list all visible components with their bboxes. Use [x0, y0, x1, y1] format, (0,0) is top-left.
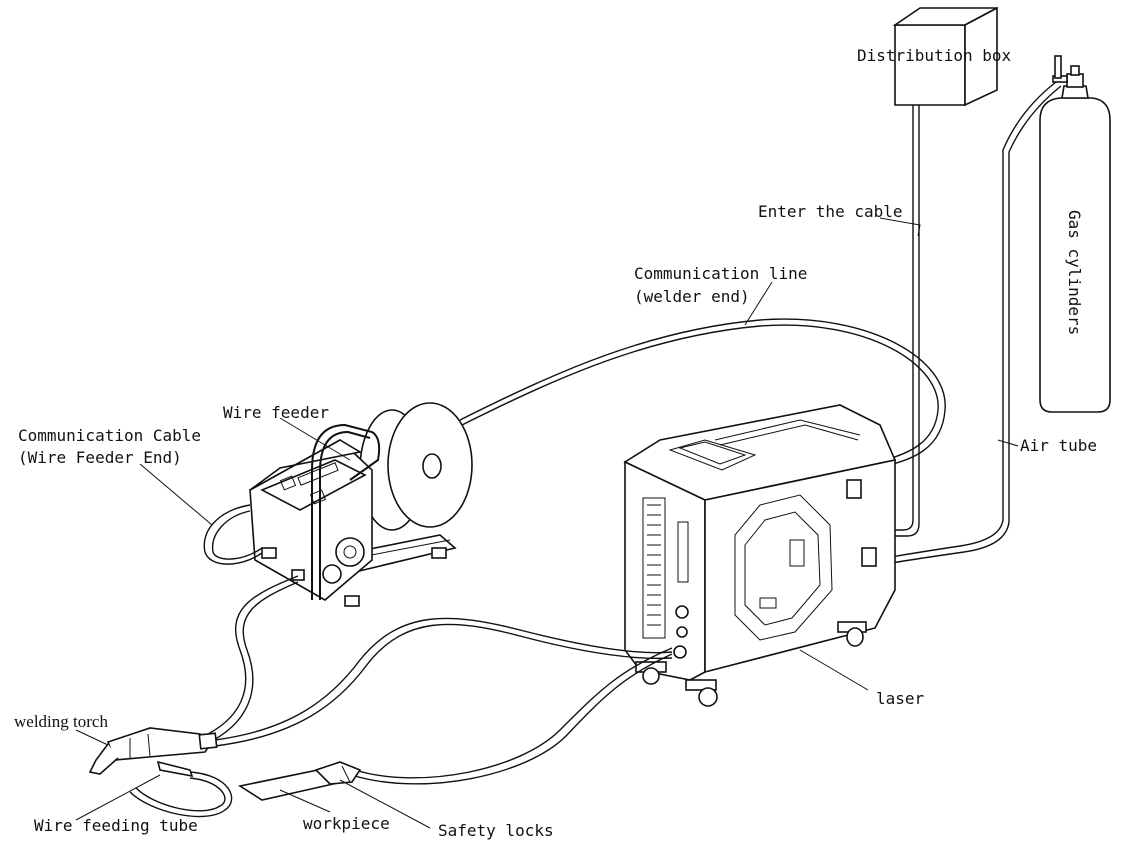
- label-welding-torch: welding torch: [14, 712, 108, 731]
- gas-cylinder: [1039, 55, 1111, 413]
- laser-torch-cable: [214, 617, 673, 747]
- air-tube: [884, 81, 1062, 565]
- label-communication-cable: Communication Cable: [18, 426, 201, 445]
- torch-cable: [199, 575, 299, 745]
- enter-cable: [890, 105, 920, 537]
- label-communication-cable-sub: (Wire Feeder End): [18, 448, 182, 467]
- front-vent: [642, 497, 689, 639]
- label-communication-line-sub: (welder end): [634, 287, 750, 306]
- labels: Distribution box Enter the cable Communi…: [14, 46, 1097, 840]
- label-workpiece: workpiece: [303, 814, 390, 833]
- safety-lock-cable: [354, 647, 673, 785]
- label-enter-cable: Enter the cable: [758, 202, 903, 221]
- label-gas-cylinders: Gas cylinders: [1065, 210, 1084, 335]
- label-distribution-box: Distribution box: [857, 46, 1011, 65]
- communication-cable-feeder: [203, 504, 263, 565]
- leader-lines: [75, 217, 1019, 829]
- label-air-tube: Air tube: [1020, 436, 1097, 455]
- label-laser: laser: [876, 689, 925, 708]
- safety-lock: [314, 761, 362, 785]
- communication-line: [459, 318, 946, 467]
- wire-feeding-tube: [129, 760, 233, 818]
- wire-feeder: [249, 402, 473, 607]
- welding-torch: [88, 727, 218, 775]
- laser-machine: [623, 404, 897, 707]
- label-wire-feeding-tube: Wire feeding tube: [34, 816, 198, 835]
- label-safety-locks: Safety locks: [438, 821, 554, 840]
- laser-wheels: [635, 621, 867, 707]
- label-communication-line: Communication line: [634, 264, 807, 283]
- distribution-box: [892, 6, 998, 107]
- label-wire-feeder: Wire feeder: [223, 403, 329, 422]
